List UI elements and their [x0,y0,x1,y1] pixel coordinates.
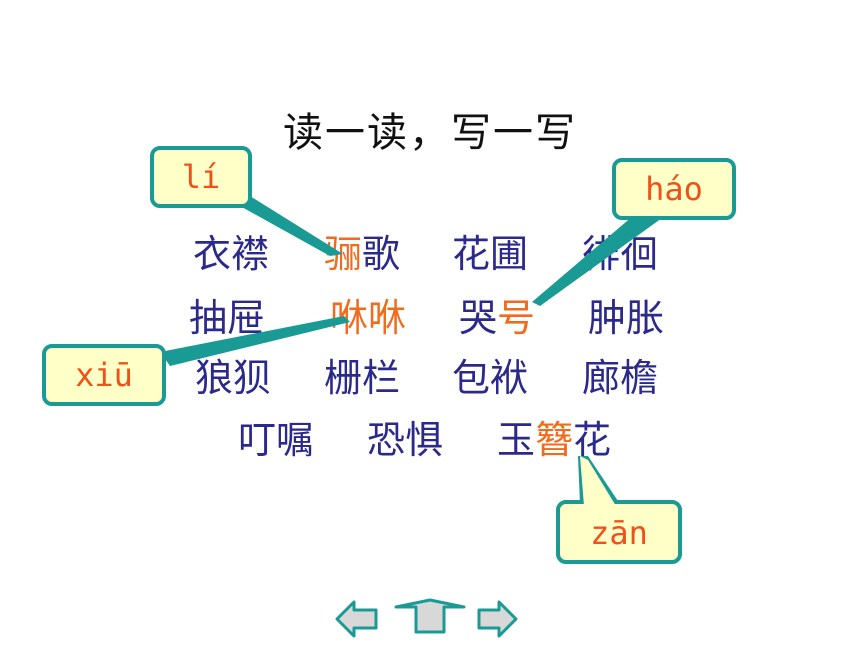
word-langbei: 狼狈 [195,356,272,400]
word-row-4: 叮嘱 恐惧 玉簪花 [0,418,860,462]
word-huapu: 花圃 [452,232,529,276]
word-chouti: 抽屉 [189,296,266,340]
word-row-2: 抽屉 咻咻 哭号 肿胀 [0,296,860,340]
word-zhalan: 栅栏 [324,356,401,400]
page-title: 读一读，写一写 [283,110,577,156]
callout-zan [556,456,682,564]
word-yijin: 衣襟 [193,232,270,276]
callout-hao [532,158,736,306]
arrow-right-icon[interactable] [477,600,518,638]
word-langyan: 廊檐 [582,356,659,400]
word-kuhao: 哭号 [459,296,536,340]
callout-li-text: lí [181,158,221,196]
word-row-1: 衣襟 骊歌 花圃 徘徊 [0,232,860,276]
callout-li [150,146,343,256]
callout-zan-text: zān [590,514,648,552]
arrow-left-icon[interactable] [335,600,378,638]
arrow-up-icon[interactable] [394,598,466,634]
callout-xiu-text: xiū [75,356,133,394]
word-yuzanhua: 玉簪花 [497,418,612,462]
word-dingzhu: 叮嘱 [238,418,315,462]
callout-hao-text: háo [645,170,703,208]
word-kongju: 恐惧 [367,418,444,462]
callout-xiu [42,316,350,406]
word-row-3: 狼狈 栅栏 包袱 廊檐 [0,356,860,400]
word-zhongzhang: 肿胀 [588,296,665,340]
word-baofu: 包袱 [452,356,529,400]
